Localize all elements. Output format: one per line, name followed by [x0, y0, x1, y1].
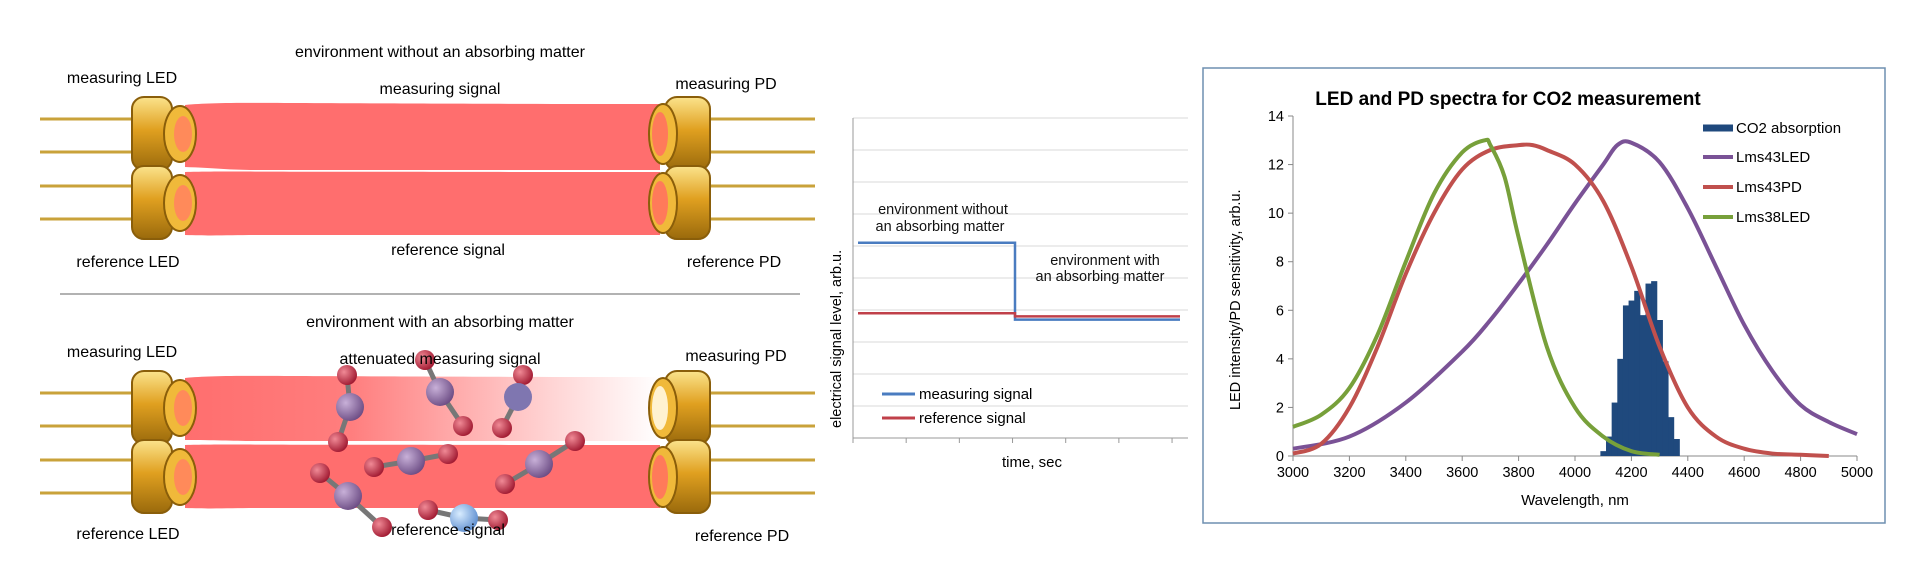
- x-tick-label: 5000: [1841, 465, 1873, 481]
- annotation-with-line1: environment with: [1050, 253, 1160, 269]
- series-line-lms43led: [1292, 139, 1858, 451]
- mid-chart-gridlines: [853, 117, 1188, 407]
- spectra-series: [1292, 137, 1858, 458]
- absorption-bar: [1600, 451, 1607, 456]
- absorption-bar: [1639, 315, 1646, 456]
- y-tick-label: 0: [1276, 449, 1284, 465]
- absorption-bar: [1668, 417, 1675, 456]
- spectra-x-ticks: 3000 3200 3400 3600 3800 4000 4200 4400 4600 4800…: [1277, 456, 1873, 481]
- series-line-measuring-signal: [858, 241, 1180, 321]
- bottom-measuring-led-label: measuring LED: [67, 344, 177, 361]
- absorption-bar: [1617, 358, 1624, 456]
- bottom-panel-title: environment with an absorbing matter: [306, 314, 574, 331]
- x-tick-label: 3200: [1333, 465, 1365, 481]
- spectra-y-ticks: 0 2 4 6 8 10 12 14: [1268, 109, 1293, 465]
- reference-beam: [185, 171, 660, 236]
- top-reference-pd-label: reference PD: [687, 254, 781, 271]
- spectra-y-label: LED intensity/PD sensitivity, arb.u.: [1228, 189, 1244, 410]
- mid-chart-legend: measuring signal reference signal: [882, 386, 1032, 427]
- absorption-bar: [1651, 281, 1658, 456]
- top-reference-led-label: reference LED: [76, 254, 179, 271]
- y-tick-label: 14: [1268, 109, 1284, 125]
- legend-label-lms43led: Lms43LED: [1736, 149, 1810, 166]
- legend-label-co2-absorption: CO2 absorption: [1736, 120, 1841, 137]
- mid-chart-y-label: electrical signal level, arb.u.: [829, 250, 845, 428]
- bottom-reference-pd-label: reference PD: [695, 528, 789, 545]
- top-measuring-led-label: measuring LED: [67, 70, 177, 87]
- absorption-bar: [1645, 283, 1652, 456]
- x-tick-label: 3600: [1446, 465, 1478, 481]
- legend-label-measuring-signal: measuring signal: [919, 386, 1032, 403]
- series-line-reference-signal: [858, 311, 1180, 318]
- spectra-legend: CO2 absorption Lms43LED Lms43PD Lms38LED: [1703, 120, 1841, 226]
- annotation-without-line2: an absorbing matter: [876, 219, 1005, 235]
- mid-chart-series: [858, 241, 1180, 321]
- bottom-measuring-pd: [648, 370, 815, 445]
- mid-chart-x-ticks: [852, 438, 1173, 443]
- absorption-bar: [1606, 436, 1613, 456]
- series-line-lms38led: [1292, 137, 1660, 457]
- y-tick-label: 8: [1276, 255, 1284, 271]
- bottom-panel: environment with an absorbing matter: [40, 314, 815, 545]
- series-line-lms43pd: [1292, 142, 1829, 458]
- co2-absorption-bars: [1600, 281, 1680, 456]
- legend-label-lms38led: Lms38LED: [1736, 209, 1810, 226]
- bottom-reference-led-label: reference LED: [76, 526, 179, 543]
- bottom-reference-led: [40, 439, 197, 514]
- absorption-bar: [1673, 439, 1680, 456]
- x-tick-label: 4000: [1559, 465, 1591, 481]
- x-tick-label: 4200: [1615, 465, 1647, 481]
- annotation-with-line2: an absorbing matter: [1036, 269, 1165, 285]
- bottom-measuring-led: [40, 370, 197, 445]
- top-measuring-pd-label: measuring PD: [675, 76, 776, 93]
- top-measuring-pd: [648, 96, 815, 171]
- top-panel: environment without an absorbing matter …: [40, 44, 815, 271]
- y-tick-label: 6: [1276, 303, 1284, 319]
- spectra-x-label: Wavelength, nm: [1521, 492, 1629, 509]
- absorbing-molecules: [310, 350, 585, 537]
- top-reference-led: [40, 165, 197, 240]
- y-tick-label: 2: [1276, 400, 1284, 416]
- absorption-bar: [1611, 402, 1618, 456]
- measuring-beam: [185, 102, 660, 170]
- y-tick-label: 4: [1276, 352, 1284, 368]
- top-panel-title: environment without an absorbing matter: [295, 44, 586, 61]
- absorption-bar: [1634, 290, 1641, 456]
- spectra-chart: LED and PD spectra for CO2 measurement 0…: [1202, 67, 1886, 524]
- spectra-chart-title: LED and PD spectra for CO2 measurement: [1315, 89, 1701, 110]
- x-tick-label: 4600: [1728, 465, 1760, 481]
- bottom-measuring-pd-label: measuring PD: [685, 348, 786, 365]
- absorption-bar: [1628, 300, 1635, 456]
- absorption-bar: [1656, 320, 1663, 456]
- y-tick-label: 12: [1268, 158, 1284, 174]
- x-tick-label: 3800: [1502, 465, 1534, 481]
- legend-label-reference-signal: reference signal: [919, 410, 1026, 427]
- bottom-reference-pd: [648, 439, 815, 514]
- top-reference-pd: [648, 165, 815, 240]
- mid-chart-x-label: time, sec: [1002, 454, 1063, 471]
- optical-diagram: environment without an absorbing matter …: [40, 44, 815, 545]
- attenuated-measuring-beam: [185, 375, 660, 441]
- absorption-bar: [1662, 361, 1669, 456]
- x-tick-label: 4400: [1672, 465, 1704, 481]
- bottom-measuring-signal-label: attenuated measuring signal: [339, 351, 540, 368]
- signal-level-chart: electrical signal level, arb.u. time, se…: [829, 117, 1188, 471]
- x-tick-label: 3400: [1390, 465, 1422, 481]
- legend-label-lms43pd: Lms43PD: [1736, 179, 1802, 196]
- absorption-bar: [1622, 305, 1630, 456]
- x-tick-label: 3000: [1277, 465, 1309, 481]
- top-measuring-led: [40, 96, 197, 171]
- bottom-reference-signal-label: reference signal: [391, 522, 505, 539]
- y-tick-label: 10: [1268, 206, 1284, 222]
- top-reference-signal-label: reference signal: [391, 242, 505, 259]
- annotation-without-line1: environment without: [878, 202, 1008, 218]
- top-measuring-signal-label: measuring signal: [380, 81, 501, 98]
- x-tick-label: 4800: [1784, 465, 1816, 481]
